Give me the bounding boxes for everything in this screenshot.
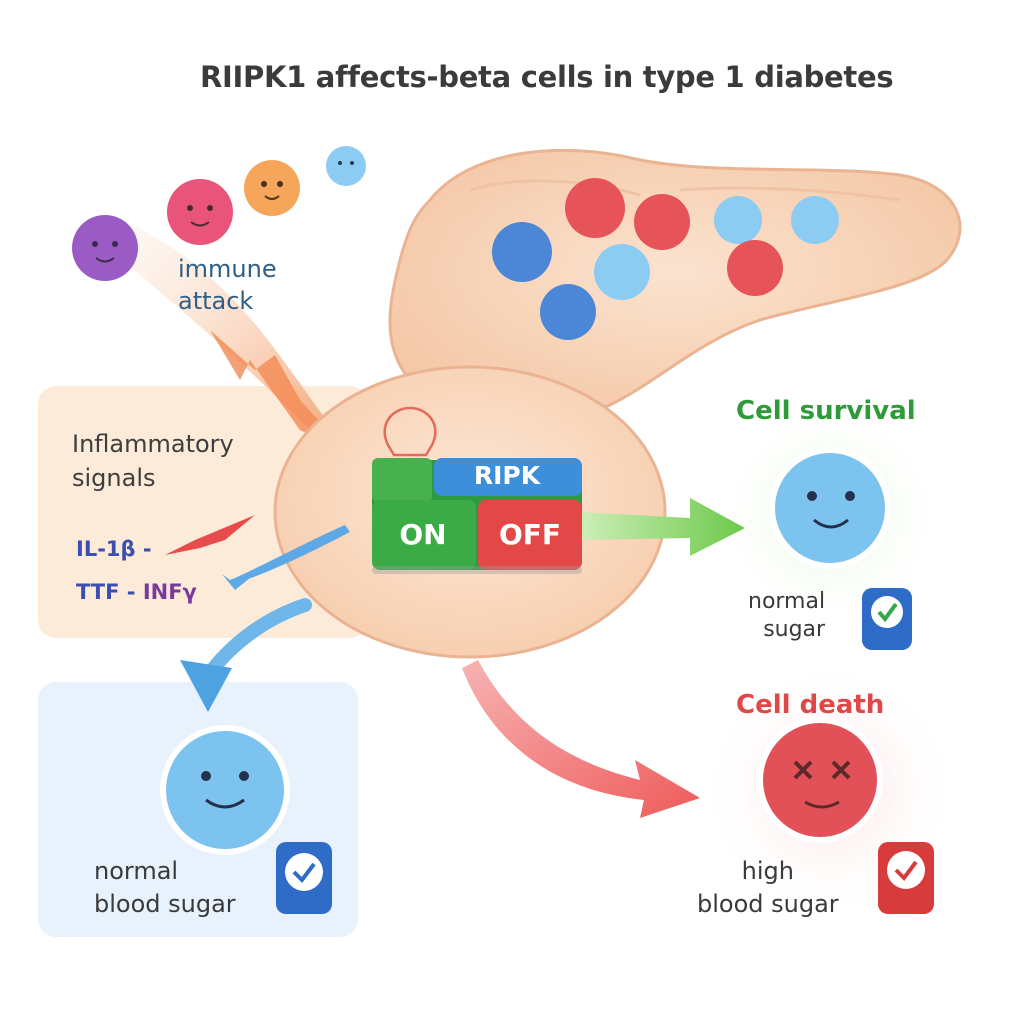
glucose-meter-icon <box>276 842 332 914</box>
ripk-switch <box>372 458 582 574</box>
cell-survival-title: Cell survival <box>736 396 916 426</box>
inflammatory-signals-label: Inflammatory signals <box>72 427 234 495</box>
immune-cell-icon <box>167 179 233 245</box>
death-sugar-label: high blood sugar <box>697 855 839 921</box>
survival-sugar-label: normal sugar <box>748 588 825 644</box>
survival-beta-cell-icon <box>769 447 891 569</box>
protection-arrowhead-icon <box>180 660 232 712</box>
protected-line2: blood sugar <box>94 890 236 918</box>
inflammatory-line1: Inflammatory <box>72 430 234 458</box>
immune-cell-icon <box>326 146 366 186</box>
il1b-label: IL-1β - <box>76 537 152 561</box>
cell-death-title: Cell death <box>736 690 885 720</box>
inflammatory-line2: signals <box>72 464 156 492</box>
death-beta-cell-icon <box>757 717 883 843</box>
protected-line1: normal <box>94 857 179 885</box>
ttf-infg-label: TTF - INFγ <box>76 580 197 604</box>
immune-cell-icon <box>244 160 300 216</box>
survival-line2: sugar <box>763 617 826 642</box>
survival-arrow-icon <box>580 498 745 556</box>
immune-line2: attack <box>178 287 254 315</box>
switch-off-button[interactable]: OFF <box>498 518 562 551</box>
immune-attack-label: immune attack <box>178 253 277 317</box>
islet-cells <box>492 178 839 340</box>
switch-on-button[interactable]: ON <box>399 518 447 551</box>
tnf-arrow-icon <box>222 525 350 590</box>
il1b-arrow-icon <box>165 515 255 555</box>
infg-label: INFγ <box>142 580 197 604</box>
protected-sugar-label: normal blood sugar <box>94 855 236 921</box>
switch-title: RIPK <box>473 461 541 490</box>
glucose-meter-icon <box>878 842 934 914</box>
death-line1: high <box>741 857 794 885</box>
protected-beta-cell-icon <box>160 725 290 855</box>
diagram-title: RIIPK1 affects-beta cells in type 1 diab… <box>200 60 894 94</box>
death-line2: blood sugar <box>697 890 839 918</box>
immune-cell-icon <box>72 215 138 281</box>
inflammatory-panel <box>38 386 368 638</box>
ttf-label: TTF - <box>76 580 143 604</box>
glucose-meter-icon <box>862 588 912 650</box>
immune-line1: immune <box>178 255 277 283</box>
death-arrow-icon <box>462 660 700 818</box>
survival-line1: normal <box>748 589 826 614</box>
